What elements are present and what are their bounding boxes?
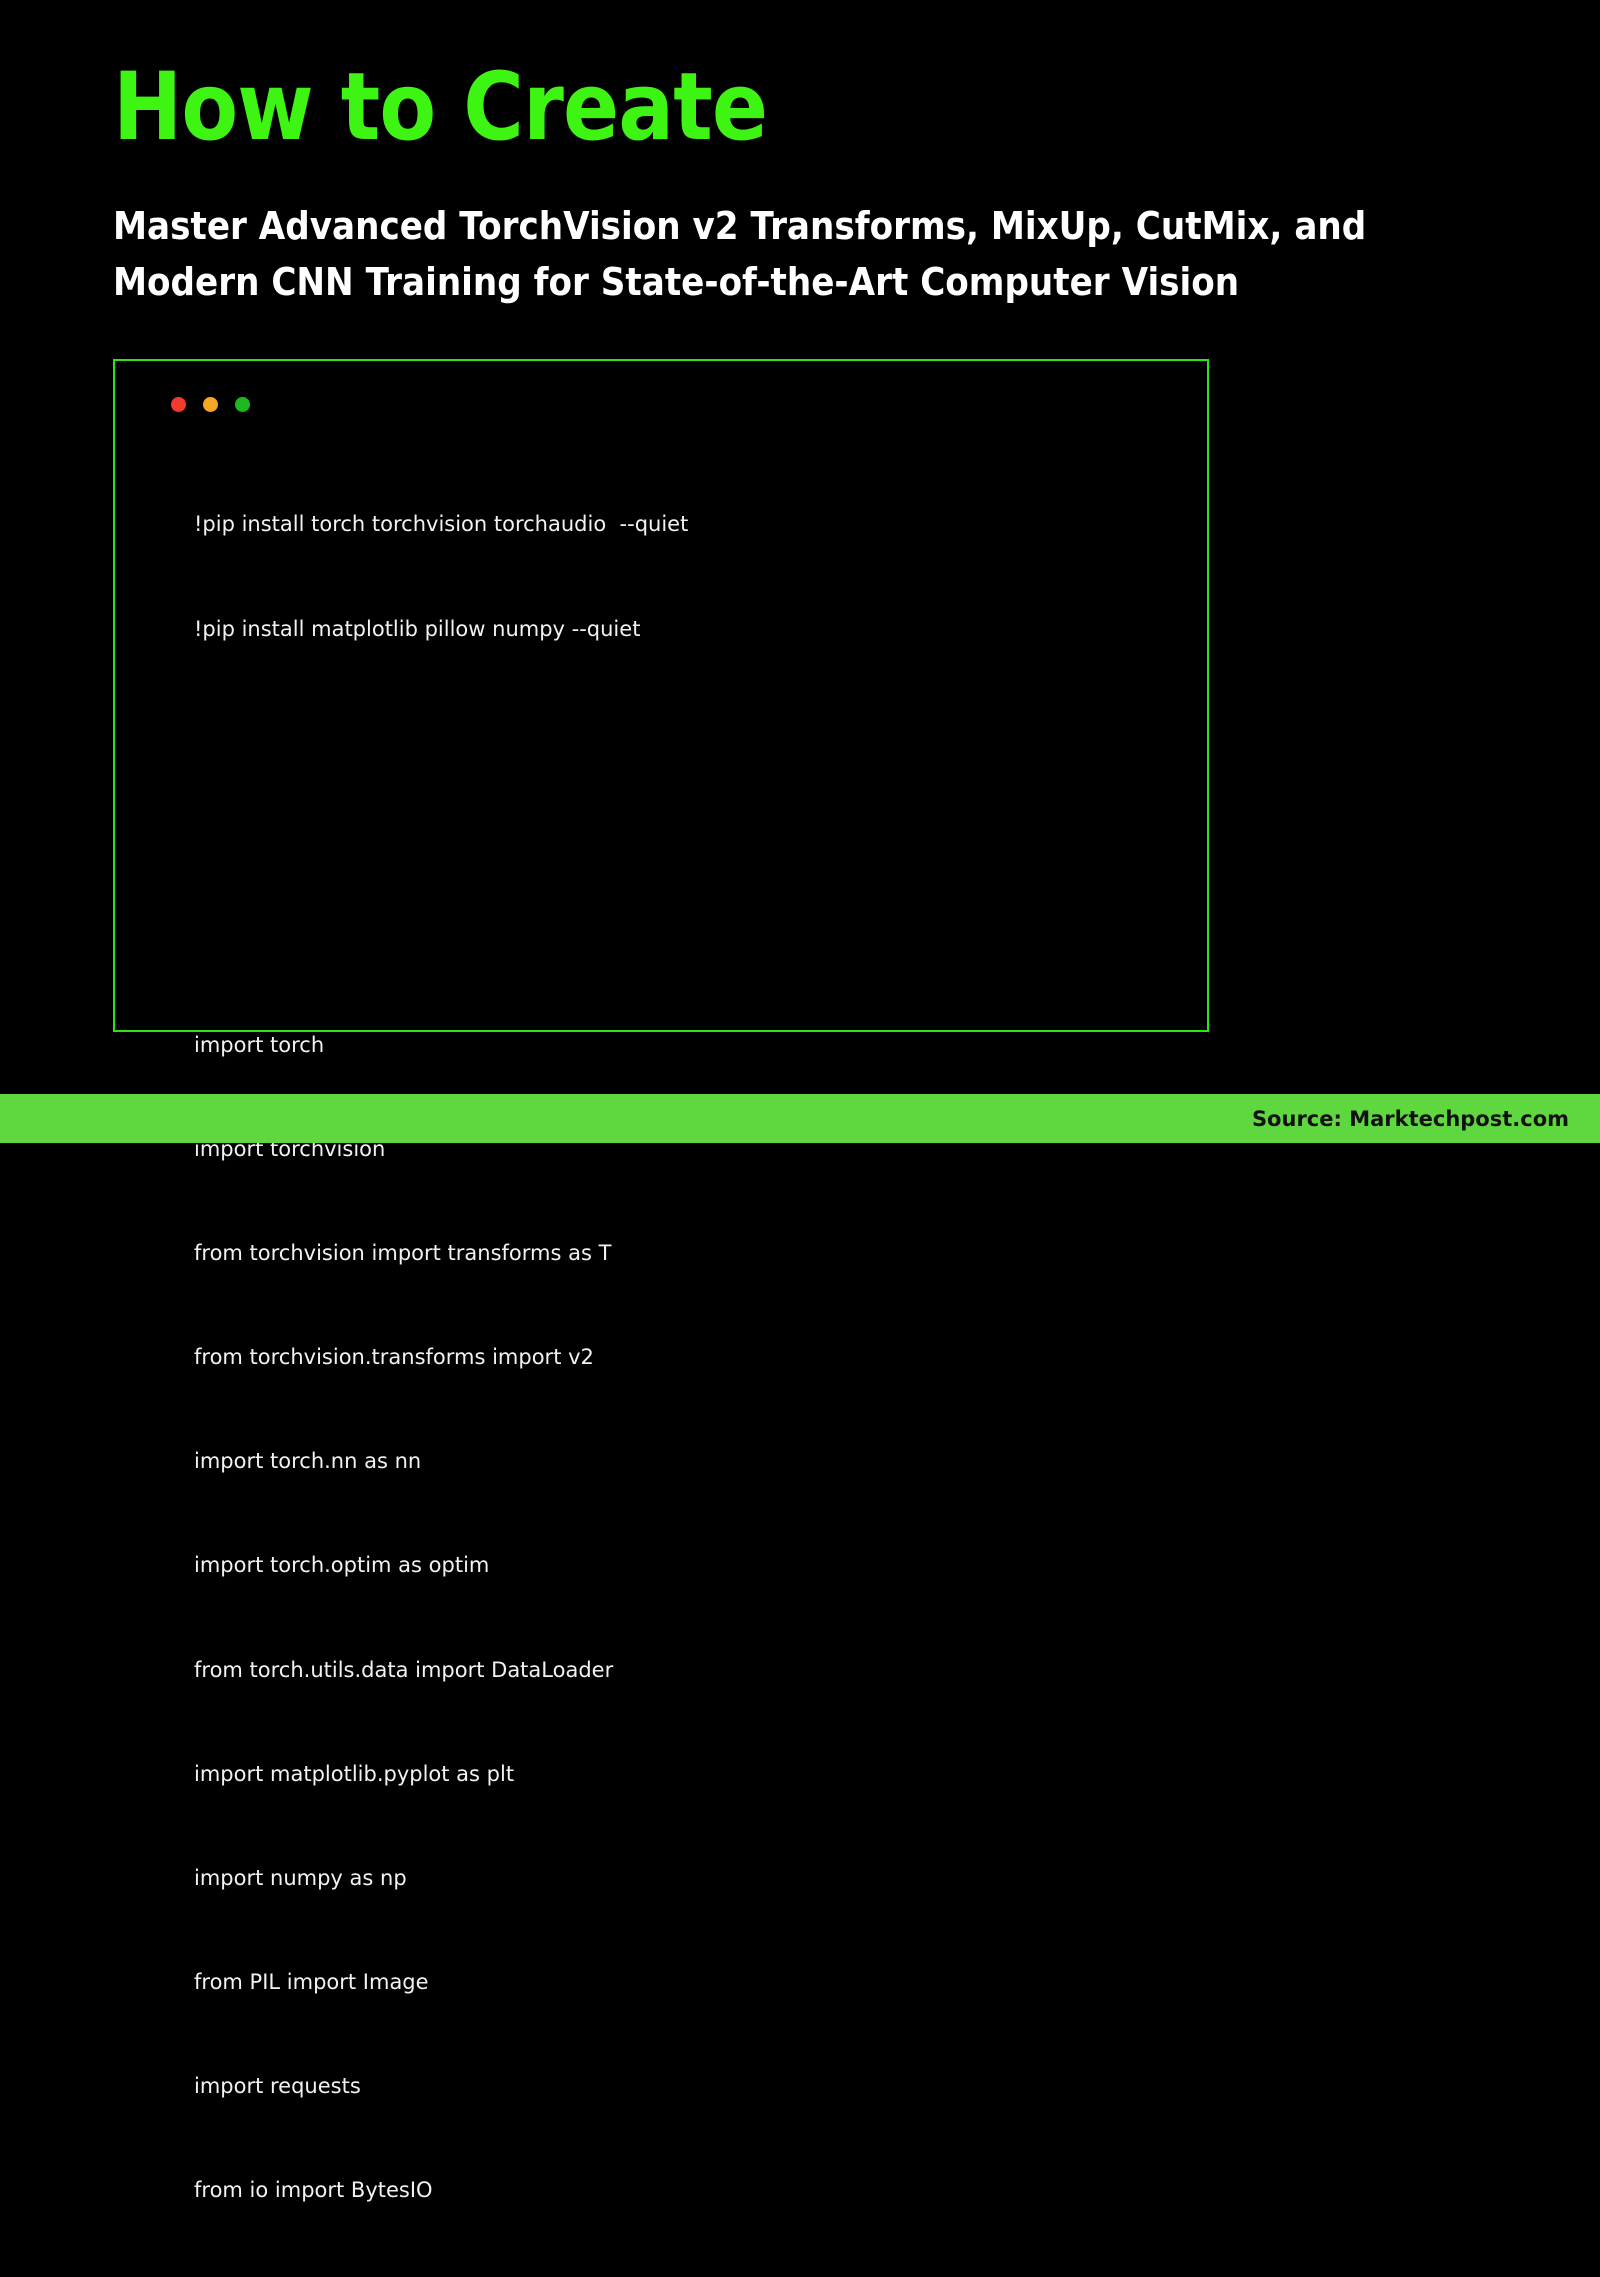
- page-subtitle: Master Advanced TorchVision v2 Transform…: [113, 198, 1427, 310]
- code-window: !pip install torch torchvision torchaudi…: [113, 359, 1209, 2202]
- code-line-blank: [194, 924, 1195, 959]
- footer-bar: Source: Marktechpost.com: [0, 1094, 1600, 1143]
- source-attribution: Source: Marktechpost.com: [1251, 1106, 1569, 1131]
- code-line: import numpy as np: [194, 1865, 407, 1890]
- code-line-blank: [194, 716, 1195, 751]
- code-line: from PIL import Image: [194, 1969, 429, 1994]
- code-block: !pip install torch torchvision torchaudi…: [194, 438, 1195, 2277]
- code-line: from torchvision.transforms import v2: [194, 1345, 594, 1370]
- close-dot-icon[interactable]: [171, 397, 186, 412]
- code-line: import matplotlib.pyplot as plt: [194, 1761, 515, 1786]
- code-line: import torch: [194, 1032, 325, 1057]
- maximize-dot-icon[interactable]: [235, 397, 250, 412]
- window-controls: [171, 397, 250, 412]
- code-line: import requests: [194, 2074, 361, 2098]
- page-title: How to Create: [113, 53, 768, 162]
- subtitle-line-1: Master Advanced TorchVision v2 Transform…: [113, 204, 1367, 248]
- code-line: !pip install matplotlib pillow numpy --q…: [194, 616, 641, 641]
- code-line-blank: [194, 820, 1195, 855]
- code-line: !pip install torch torchvision torchaudi…: [194, 512, 689, 537]
- subtitle-line-2: Modern CNN Training for State-of-the-Art…: [113, 260, 1240, 304]
- code-line: import torch.optim as optim: [194, 1553, 490, 1578]
- code-line: import torch.nn as nn: [194, 1449, 422, 1474]
- slide-root: How to Create Master Advanced TorchVisio…: [0, 53, 1600, 2203]
- code-line: from torch.utils.data import DataLoader: [194, 1657, 614, 1682]
- code-line: from torchvision import transforms as T: [194, 1241, 612, 1266]
- minimize-dot-icon[interactable]: [203, 397, 218, 412]
- code-line: from io import BytesIO: [194, 2178, 433, 2203]
